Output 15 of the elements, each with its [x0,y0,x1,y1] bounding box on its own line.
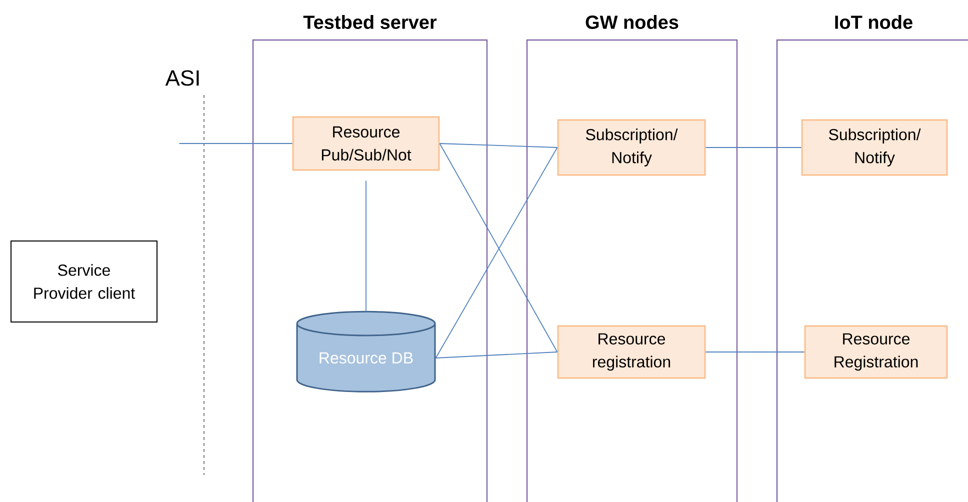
process-box: Resource Pub/Sub/Not [292,116,440,171]
node-label: Testbed server [303,15,437,29]
connector-line [439,143,558,148]
connector-line [435,352,558,358]
process-box: Resource registration [557,325,706,379]
interface-label: ASI [165,70,199,86]
connector-line [705,147,802,148]
process-box: Resource Registration [804,325,948,379]
client-box: Service Provider client [10,240,158,322]
process-box: Subscription/ Notify [557,119,706,176]
connector-line [178,143,293,144]
node-label: GW nodes [586,15,678,29]
process-box: Subscription/ Notify [801,119,948,176]
node-label: IoT node [835,15,912,29]
database-cylinder: Resource DB [296,310,436,392]
